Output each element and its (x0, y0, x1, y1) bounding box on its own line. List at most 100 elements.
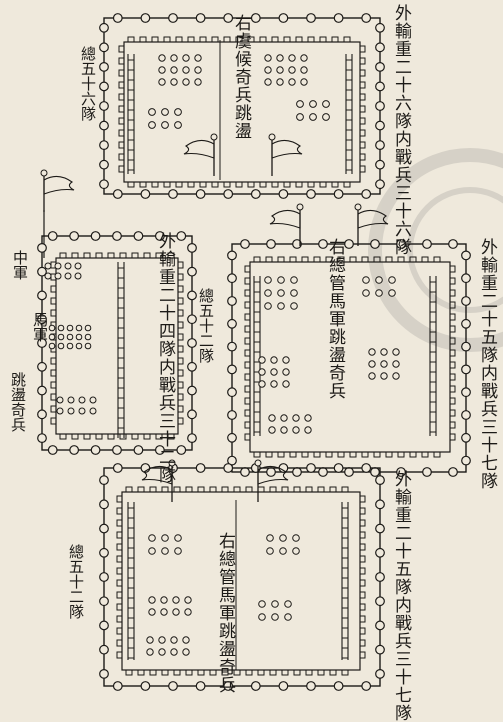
top-b-troop-unit (276, 66, 284, 74)
mid-a-troop-unit (264, 289, 272, 297)
left-gate-right (187, 266, 197, 277)
top-a-troop-unit (194, 66, 202, 74)
top-a-troop-unit (158, 78, 166, 86)
top-gate-right (375, 120, 385, 131)
bot-gate-right (375, 499, 385, 510)
left-gate-left (37, 361, 47, 372)
bot-total-label: 總五十二隊 (67, 544, 85, 619)
bot-gate-left (99, 620, 109, 631)
top-a-troop-unit (194, 54, 202, 62)
left-b-troop-unit (84, 342, 92, 350)
left-b-troop-unit (57, 324, 65, 332)
bot-gate-bottom (306, 681, 316, 691)
mid-e-troop-unit (292, 426, 300, 434)
top-gate-bottom (195, 189, 206, 199)
left-b-troop-unit (84, 324, 92, 332)
mid-gate-top (266, 239, 276, 249)
left-gate-top (47, 231, 58, 241)
top-a-troop-unit (158, 54, 166, 62)
mid-right-flag-banner (357, 209, 389, 229)
top-gate-right (375, 61, 385, 72)
left-a-troop-unit (44, 262, 52, 270)
mid-gate-right (461, 387, 471, 398)
top-gate-top (278, 13, 289, 23)
bot-gate-top (361, 463, 372, 473)
top-gate-left (99, 159, 109, 170)
mid-c-troop-unit (282, 368, 290, 376)
top-gate-left (99, 42, 109, 53)
left-b-troop-unit (66, 333, 74, 341)
bot-e-troop-unit (146, 636, 154, 644)
bot-gate-right (375, 523, 385, 534)
bot-right-flag-banner (257, 465, 289, 485)
top-b-troop-unit (288, 54, 296, 62)
mid-outer-left-label: 外輸重二十四隊内戰兵三十二隊 (155, 232, 175, 484)
top-gate-top (223, 13, 234, 23)
mid-gate-left (227, 318, 237, 329)
bot-b-troop-unit (279, 547, 287, 555)
left-gate-right (187, 242, 197, 253)
bot-d-troop-unit (271, 600, 279, 608)
left-gate-bottom (176, 445, 187, 455)
top-gate-bottom (333, 189, 344, 199)
mid-c-troop-unit (270, 368, 278, 376)
left-gate-top (112, 231, 122, 241)
left-a-troop-unit (74, 262, 82, 270)
bot-battlements (116, 486, 366, 676)
left-gate-left (37, 433, 47, 444)
mid-gate-top (240, 239, 250, 249)
left-gate-top (176, 231, 187, 241)
bot-gate-top (333, 463, 344, 473)
bot-gate-right (375, 475, 385, 486)
top-c-troop-unit (161, 121, 169, 129)
top-gate-top (306, 13, 316, 23)
mid-e-troop-unit (304, 426, 312, 434)
mid-gate-top (396, 239, 406, 249)
mid-gate-bottom (344, 467, 354, 477)
mid-d-troop-unit (380, 360, 388, 368)
top-gate-right (375, 179, 385, 190)
mid-b-troop-unit (388, 289, 396, 297)
left-gate-left (37, 385, 47, 396)
top-a-troop-unit (182, 66, 190, 74)
bot-outer-label: 外輸重二十五隊内戰兵三十七隊 (391, 470, 411, 722)
tiaodang-label: 跳盪奇兵 (9, 372, 27, 432)
mid-e-troop-unit (280, 426, 288, 434)
side-flag-finial (40, 169, 48, 177)
majun-label: 馬軍 (31, 312, 49, 342)
mid-gate-bottom (318, 467, 328, 477)
top-gate-top (195, 13, 206, 23)
left-gate-right (187, 385, 197, 396)
bot-c-troop-unit (148, 608, 156, 616)
left-gate-left (37, 314, 47, 325)
top-gate-bottom (306, 189, 316, 199)
left-a-troop-unit (44, 272, 52, 280)
left-gate-top (90, 231, 101, 241)
mid-gate-right (461, 455, 471, 466)
mid-gate-right (461, 432, 471, 443)
left-b-troop-unit (48, 324, 56, 332)
top-gate-bottom (223, 189, 234, 199)
bot-b-troop-unit (292, 547, 300, 555)
top-gate-top (250, 13, 261, 23)
left-gate-left (37, 338, 47, 348)
mid-gate-top (370, 239, 380, 249)
bot-gate-left (99, 547, 109, 558)
top-gate-right (375, 101, 385, 111)
mid-gate-top (422, 239, 432, 249)
left-c-troop-unit (78, 396, 86, 404)
bot-a-troop-unit (161, 534, 169, 542)
mid-gate-right (461, 410, 471, 420)
mid-left-flag-finial (296, 203, 304, 211)
mid-gate-right (461, 250, 471, 261)
mid-d-troop-unit (392, 348, 400, 356)
mid-gate-left (227, 455, 237, 466)
bot-gate-top (306, 463, 316, 473)
mid-b-troop-unit (375, 276, 383, 284)
mid-d-troop-unit (380, 348, 388, 356)
top-left-flag-finial (210, 133, 218, 141)
mid-e-troop-unit (268, 426, 276, 434)
top-a-troop-unit (182, 54, 190, 62)
top-d-troop-unit (322, 113, 330, 121)
bot-a-troop-unit (148, 534, 156, 542)
